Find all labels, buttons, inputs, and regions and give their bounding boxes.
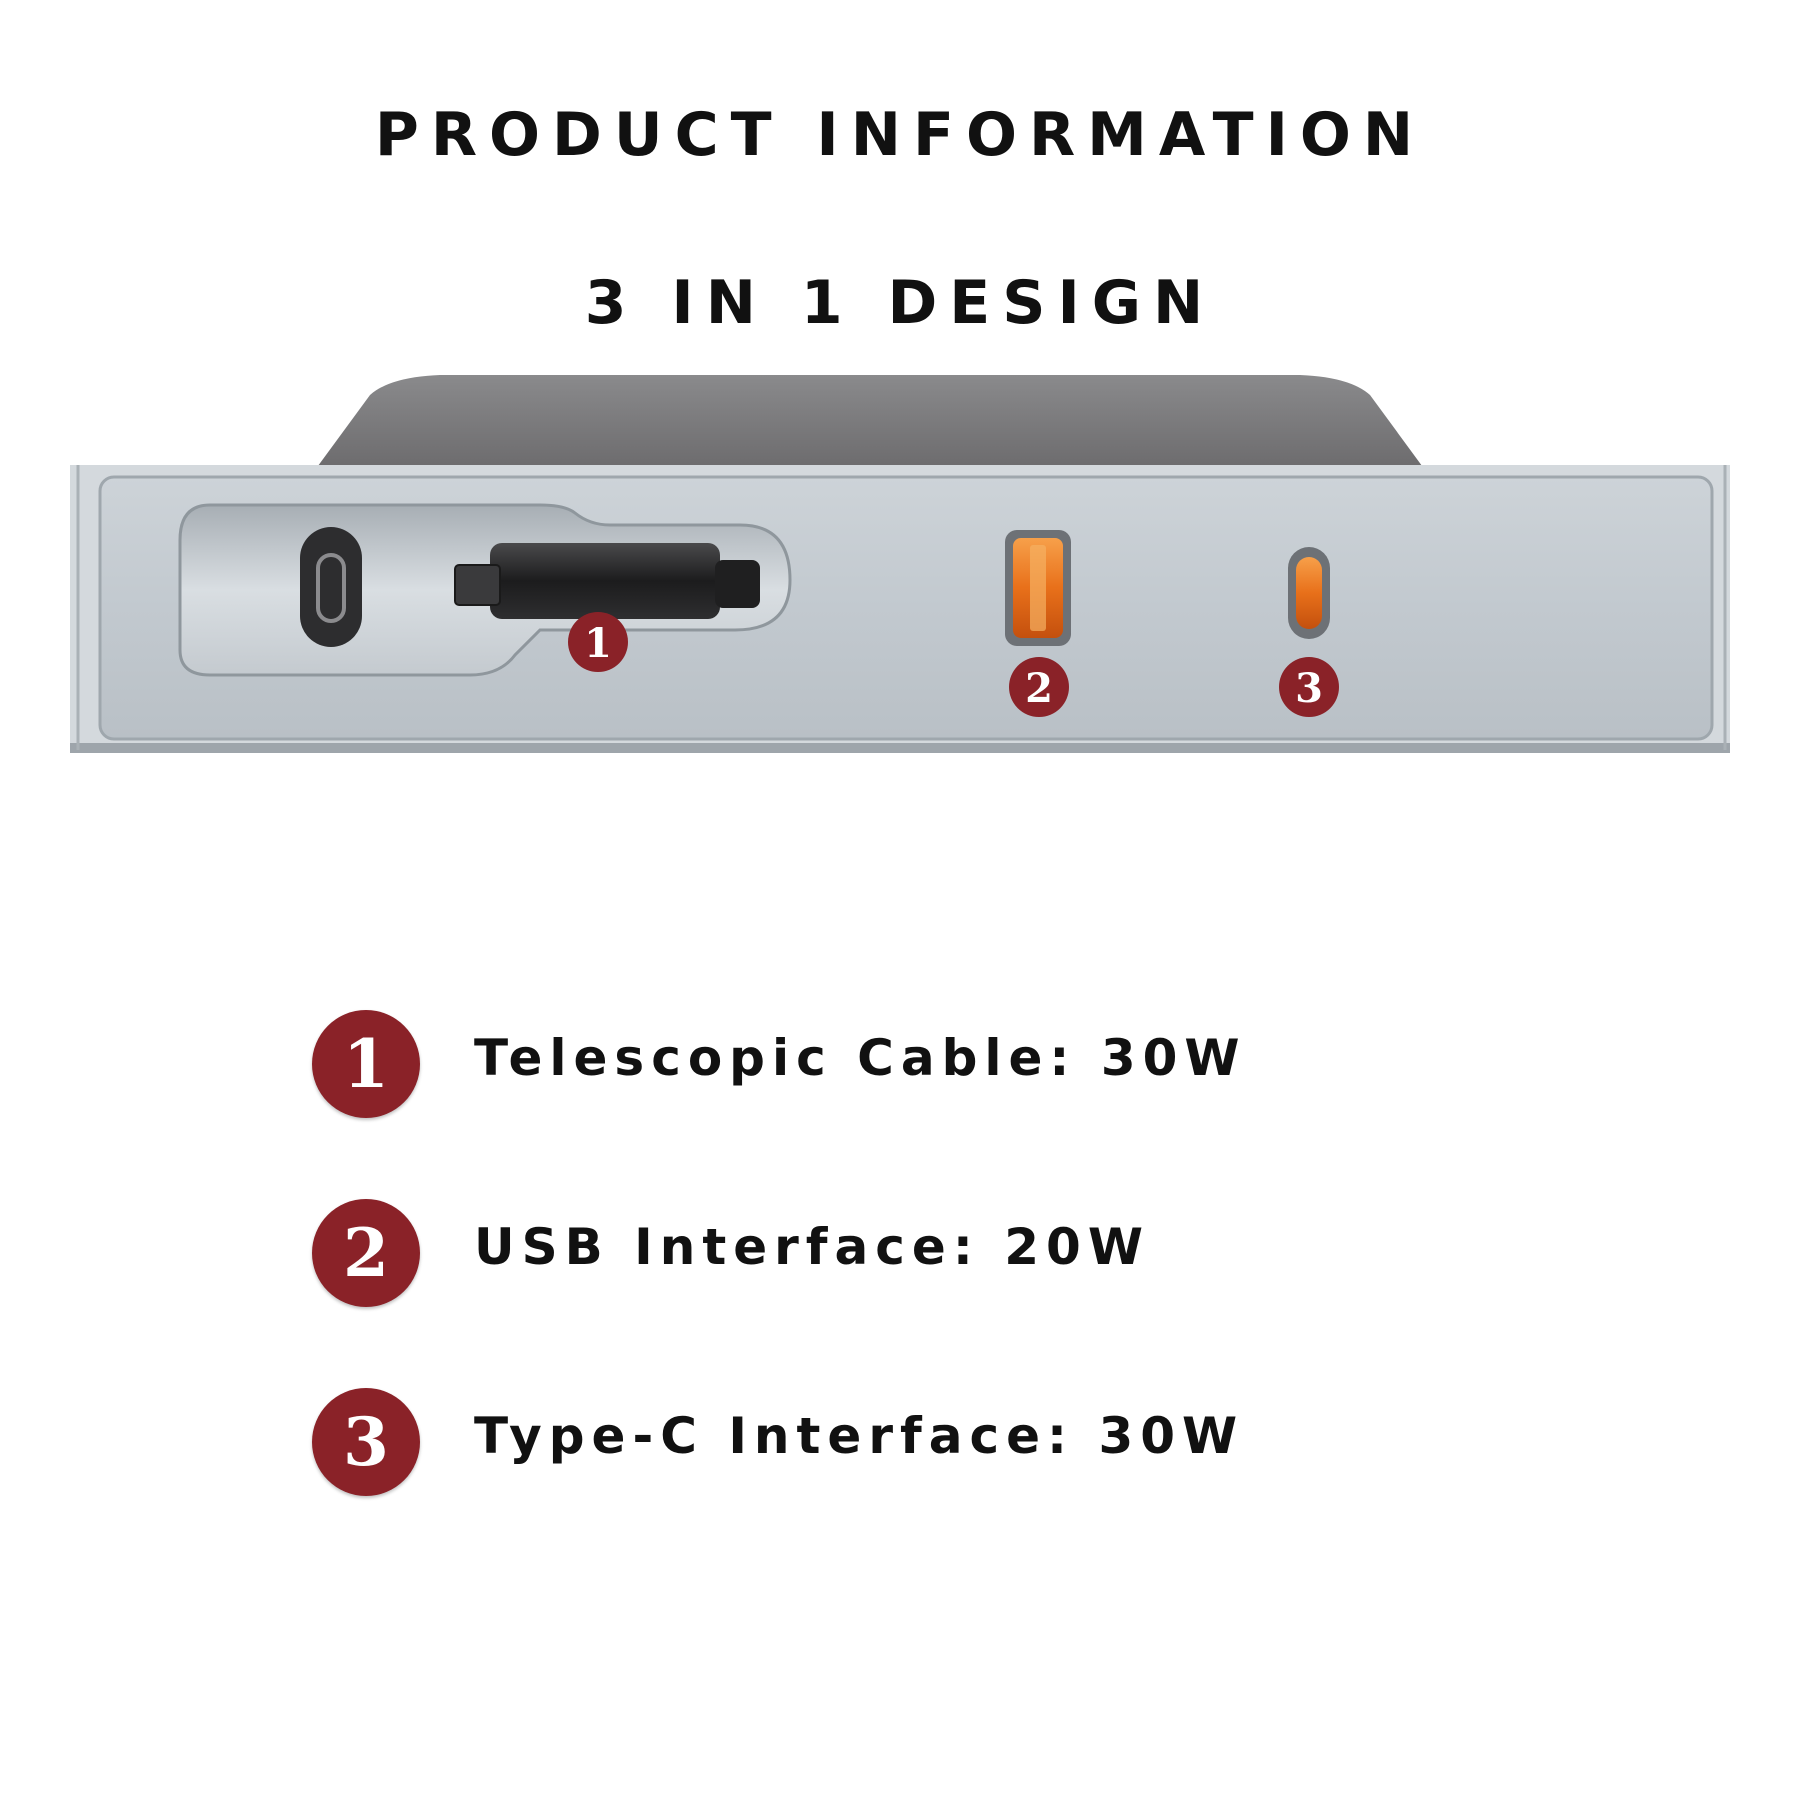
page-title: PRODUCT INFORMATION: [374, 100, 1426, 170]
housing-top: [315, 375, 1425, 470]
callout-badge-1: 1: [568, 612, 628, 672]
number-badge-1: 1: [312, 1010, 420, 1118]
number-badge-3: 3: [312, 1388, 420, 1496]
telescopic-plug: [490, 543, 720, 619]
legend-label: USB Interface: 20W: [474, 1218, 1150, 1276]
legend-label: Type-C Interface: 30W: [474, 1407, 1245, 1465]
legend-label: Telescopic Cable: 30W: [474, 1029, 1247, 1087]
legend-item: 2 USB Interface: 20W: [312, 1199, 1512, 1307]
page-subtitle: 3 IN 1 DESIGN: [584, 268, 1216, 338]
legend-item: 3 Type-C Interface: 30W: [312, 1388, 1512, 1496]
number-badge-2: 2: [312, 1199, 420, 1307]
callout-badge-2: 2: [1009, 657, 1069, 717]
callout-1-number: 1: [584, 620, 612, 667]
type-c-port: [1288, 547, 1330, 639]
stored-type-c-tip: [300, 527, 362, 647]
charging-hub-illustration: 1 2 3: [70, 375, 1730, 753]
callout-badge-3: 3: [1279, 657, 1339, 717]
feature-legend: 1 Telescopic Cable: 30W 2 USB Interface:…: [312, 1010, 1512, 1577]
usb-a-port: [1005, 530, 1071, 646]
callout-2-number: 2: [1025, 665, 1053, 712]
callout-3-number: 3: [1295, 665, 1323, 712]
legend-item: 1 Telescopic Cable: 30W: [312, 1010, 1512, 1118]
